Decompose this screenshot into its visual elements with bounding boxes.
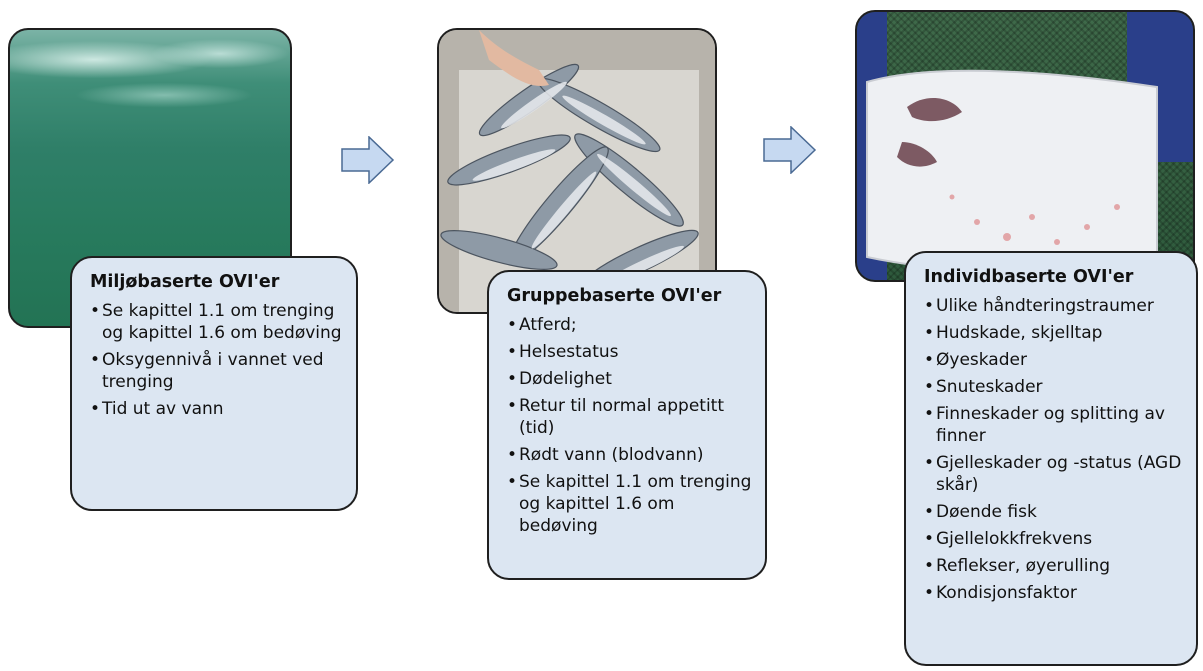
list-item: Gjelleskader og -status (AGD skår) bbox=[924, 452, 1186, 496]
list-item: Døende fisk bbox=[924, 501, 1186, 523]
list-item: Snuteskader bbox=[924, 376, 1186, 398]
list-item: Se kapittel 1.1 om trenging og kapittel … bbox=[90, 300, 346, 344]
fish-closeup-image bbox=[857, 12, 1193, 280]
right-arrow-icon bbox=[341, 136, 395, 184]
right-arrow-icon bbox=[763, 126, 817, 174]
list-item: Oksygennivå i vannet ved trenging bbox=[90, 349, 346, 393]
individual-ovi-list: Ulike håndteringstraumer Hudskade, skjel… bbox=[924, 295, 1186, 604]
group-ovi-title: Gruppebaserte OVI'er bbox=[507, 286, 722, 306]
list-item: Gjellelokkfrekvens bbox=[924, 528, 1186, 550]
list-item: Kondisjonsfaktor bbox=[924, 582, 1186, 604]
environment-ovi-list: Se kapittel 1.1 om trenging og kapittel … bbox=[90, 300, 346, 420]
individual-ovi-title: Individbaserte OVI'er bbox=[924, 267, 1134, 287]
list-item: Finneskader og splitting av finner bbox=[924, 403, 1186, 447]
list-item: Hudskade, skjelltap bbox=[924, 322, 1186, 344]
list-item: Se kapittel 1.1 om trenging og kapittel … bbox=[507, 471, 755, 537]
individual-ovi-box: Individbaserte OVI'er Ulike håndteringst… bbox=[904, 251, 1198, 666]
list-item: Rødt vann (blodvann) bbox=[507, 444, 755, 466]
group-ovi-list: Atferd; Helsestatus Dødelighet Retur til… bbox=[507, 314, 755, 537]
list-item: Øyeskader bbox=[924, 349, 1186, 371]
fish-in-hand-photo bbox=[855, 10, 1195, 282]
list-item: Reflekser, øyerulling bbox=[924, 555, 1186, 577]
list-item: Helsestatus bbox=[507, 341, 755, 363]
list-item: Tid ut av vann bbox=[90, 398, 346, 420]
list-item: Dødelighet bbox=[507, 368, 755, 390]
environment-ovi-box: Miljøbaserte OVI'er Se kapittel 1.1 om t… bbox=[70, 256, 358, 511]
list-item: Retur til normal appetitt (tid) bbox=[507, 395, 755, 439]
group-ovi-box: Gruppebaserte OVI'er Atferd; Helsestatus… bbox=[487, 270, 767, 580]
list-item: Ulike håndteringstraumer bbox=[924, 295, 1186, 317]
list-item: Atferd; bbox=[507, 314, 755, 336]
environment-ovi-title: Miljøbaserte OVI'er bbox=[90, 272, 280, 292]
